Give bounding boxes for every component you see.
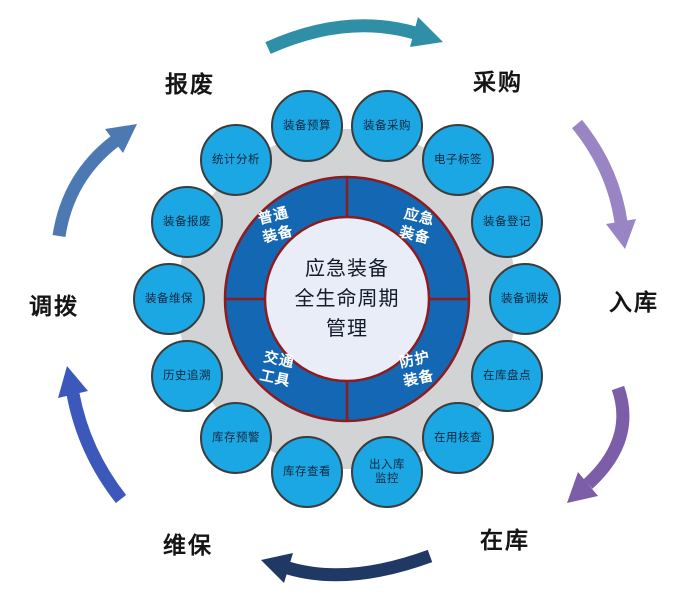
node-label: 库存查看: [283, 465, 331, 478]
ring-node-equipment-budget: 装备预算: [271, 90, 343, 162]
arrowhead-inbound-to-instock: [567, 472, 598, 503]
node-label: 在用核查: [434, 431, 482, 444]
ring-node-statistical-analysis: 统计分析: [200, 124, 272, 196]
node-label: 电子标签: [434, 153, 482, 166]
arrowhead-scrap-to-procurement: [410, 17, 443, 47]
arrow-instock-to-maintenance: [286, 549, 433, 582]
node-label: 在库盘点: [483, 369, 531, 382]
ring-node-equipment-procurement: 装备采购: [351, 90, 423, 162]
node-label: 出入库 监控: [369, 458, 405, 485]
ring-node-history-trace: 历史追溯: [151, 340, 223, 412]
arrow-procurement-to-inbound: [571, 119, 628, 224]
arrowhead-procurement-to-inbound: [606, 219, 636, 249]
stage-label-maintenance: 维保: [163, 533, 213, 558]
stage-label-inbound: 入库: [609, 290, 659, 315]
node-label: 统计分析: [212, 153, 260, 166]
diagram-center-title: 应急装备 全生命周期 管理: [294, 258, 400, 340]
node-label: 装备采购: [363, 119, 411, 132]
arrowhead-instock-to-maintenance: [261, 553, 293, 583]
ring-node-equipment-scrapping: 装备报废: [151, 186, 223, 258]
node-label: 库存预警: [212, 431, 260, 444]
ring-node-inventory-view: 库存查看: [271, 436, 343, 508]
arrow-scrap-to-procurement: [265, 19, 417, 54]
arrow-inbound-to-instock: [583, 385, 630, 489]
node-label: 装备报废: [163, 215, 211, 228]
node-label: 装备登记: [483, 215, 531, 228]
arrowhead-maintenance-to-allocation: [58, 366, 88, 398]
ring-node-equipment-registration: 装备登记: [471, 186, 543, 258]
stage-label-allocation: 调拨: [29, 294, 79, 319]
ring-node-inout-monitoring: 出入库 监控: [351, 436, 423, 508]
stage-label-scrap: 报废: [165, 72, 215, 97]
node-label: 历史追溯: [163, 369, 211, 382]
node-label: 装备维保: [145, 292, 193, 305]
ring-node-stocktaking: 在库盘点: [471, 340, 543, 412]
ring-node-equipment-maintenance: 装备维保: [133, 263, 205, 335]
arrow-allocation-to-scrap: [52, 135, 120, 238]
ring-node-in-use-check: 在用核查: [422, 402, 494, 474]
stage-label-in-stock: 在库: [480, 528, 530, 553]
ring-node-electronic-tag: 电子标签: [422, 124, 494, 196]
arrowhead-allocation-to-scrap: [105, 124, 137, 153]
arrow-maintenance-to-allocation: [66, 392, 127, 504]
stage-label-procurement: 采购: [473, 70, 523, 95]
node-label: 装备预算: [283, 119, 331, 132]
node-label: 装备调拨: [501, 292, 549, 305]
ring-node-inventory-warning: 库存预警: [200, 402, 272, 474]
ring-node-equipment-allocation: 装备调拨: [489, 263, 561, 335]
